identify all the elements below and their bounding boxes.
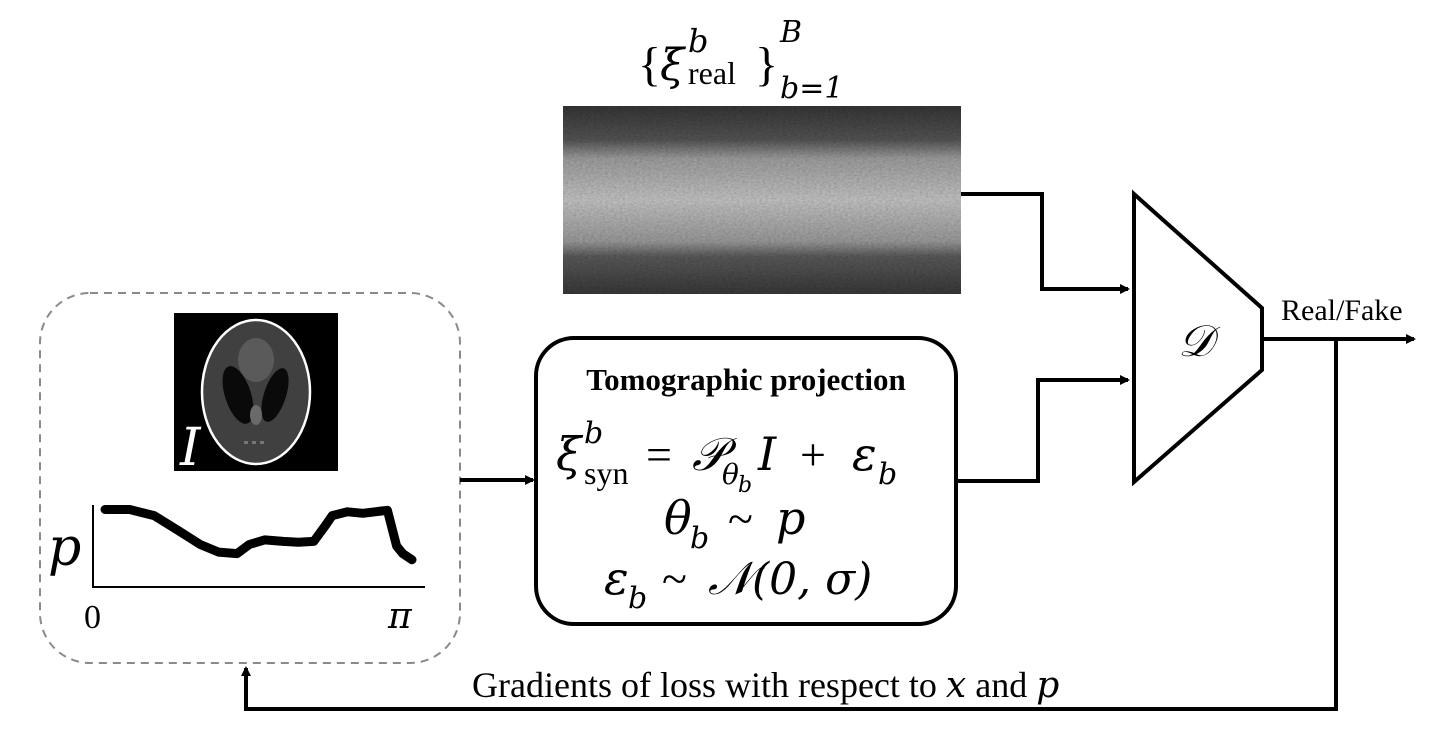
left-brace: { (638, 38, 661, 91)
plot-x-end: π (387, 596, 413, 637)
eq1-equals: = (646, 429, 672, 480)
eq3-var: ε (604, 551, 629, 605)
arrow-feedback (241, 339, 1338, 711)
plot-y-label: p (48, 518, 81, 578)
eq3-var-sub: b (628, 581, 647, 616)
right-brace: } (755, 38, 778, 91)
eq2-sim: ~ (728, 493, 753, 544)
feedback-caption: Gradients of loss with respect to x and … (472, 665, 1059, 706)
noise-distribution-equation: ε b ~ 𝒩 (0, σ) (604, 551, 872, 616)
output-label: Real/Fake (1281, 294, 1403, 327)
plot-x-start: 0 (84, 599, 101, 636)
phantom-image (174, 313, 338, 471)
arrow-real-to-discriminator (961, 192, 1130, 294)
real-lower-limit: b=1 (780, 71, 843, 106)
image-label: I (179, 418, 202, 478)
real-superscript: b (688, 22, 708, 60)
real-data-label: { ξ b real } B b=1 (638, 15, 843, 106)
projection-equation: ξ b syn = 𝒫 θ b I + ε b (556, 416, 897, 498)
eq3-args: (0, σ) (752, 554, 872, 605)
real-upper-limit: B (779, 15, 802, 50)
eq2-var-sub: b (690, 521, 709, 556)
feedback-var1: x (946, 665, 966, 706)
real-sinogram-image (563, 106, 961, 294)
real-subscript: real (688, 55, 736, 91)
feedback-middle: and (966, 665, 1036, 705)
discriminator-block (1132, 189, 1264, 487)
eq1-op-sub: θ (722, 458, 739, 491)
eq2-dist: p (776, 491, 805, 545)
feedback-var2: p (1036, 665, 1059, 706)
eq1-noise: ε (852, 427, 877, 481)
eq1-lhs-sub: syn (584, 455, 628, 491)
real-symbol: ξ (660, 40, 687, 91)
feedback-prefix: Gradients of loss with respect to (472, 665, 946, 705)
eq1-noise-sub: b (878, 457, 897, 492)
eq1-image: I (757, 427, 777, 481)
eq3-sim: ~ (662, 553, 687, 604)
plot-curve (100, 505, 417, 565)
eq1-lhs-symbol: ξ (556, 427, 584, 481)
probability-plot: p 0 π (48, 505, 425, 637)
angle-distribution-equation: θ b ~ p (664, 491, 805, 556)
eq1-plus: + (800, 429, 826, 480)
eq1-op-sub-sub: b (738, 473, 752, 498)
arrow-projection-to-discriminator (956, 375, 1130, 483)
eq2-var: θ (664, 491, 692, 545)
eq1-lhs-sup: b (584, 416, 603, 451)
projection-title: Tomographic projection (586, 362, 905, 397)
